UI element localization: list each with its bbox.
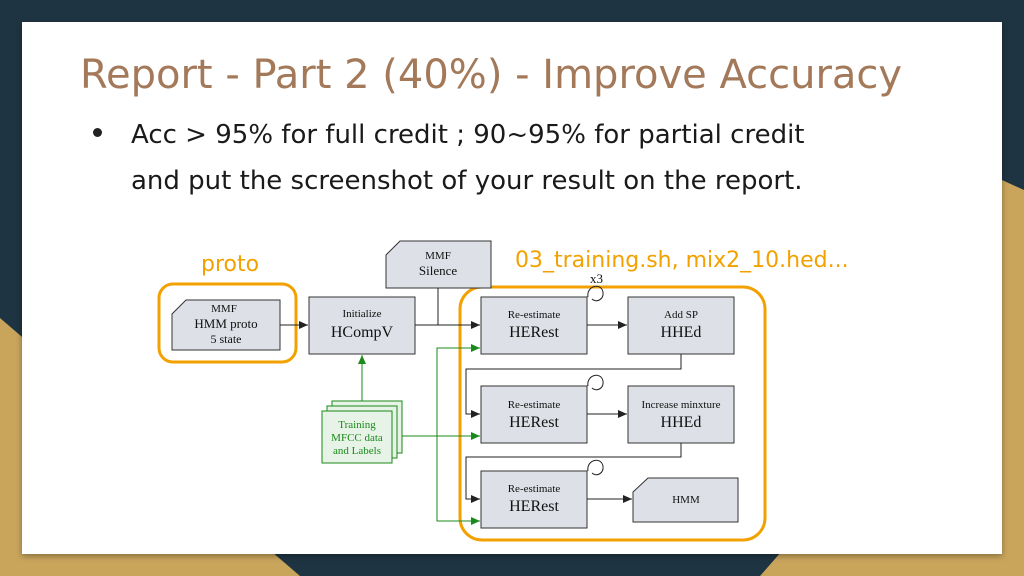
training-highlight-frame (458, 285, 767, 542)
training-label-3: and Labels (333, 445, 381, 457)
initialize-label-2: HCompV (331, 324, 394, 341)
mixture-label-2: HHEd (661, 414, 702, 431)
hmm-output-box: HMM (632, 477, 739, 523)
mmf-hmm-label-1: MMF (211, 303, 237, 315)
training-label-1: Training (338, 419, 376, 431)
arrow-addsp-to-reest2 (465, 354, 682, 418)
addsp-label-1: Add SP (664, 309, 698, 321)
reest1-loop-arrow (587, 285, 604, 302)
reest1-label-2: HERest (509, 324, 559, 341)
addsp-hhed-box: Add SP HHEd (627, 296, 735, 355)
reest2-loop-arrow (587, 374, 604, 391)
reest3-label-1: Re-estimate (508, 483, 561, 495)
bullet-dot (93, 128, 102, 137)
reest3-label-2: HERest (509, 498, 559, 515)
initialize-hcompv-box: Initialize HCompV (308, 296, 416, 355)
training-script-label: 03_training.sh, mix2_10.hed... (515, 248, 849, 273)
reest1-label-1: Re-estimate (508, 309, 561, 321)
mmf-silence-box: MMF Silence (385, 240, 492, 289)
bullet-text: Acc > 95% for full credit ; 90~95% for p… (131, 112, 805, 204)
training-data-stack: Training MFCC data and Labels (321, 400, 403, 464)
reestimate-herest-box-1: Re-estimate HERest (480, 296, 588, 355)
reest3-loop-arrow (587, 459, 604, 476)
bullet-line-1: Acc > 95% for full credit ; 90~95% for p… (131, 120, 805, 150)
mmf-hmm-label-3: 5 state (211, 332, 242, 346)
mmf-silence-label-1: MMF (425, 250, 451, 262)
reestimate-herest-box-3: Re-estimate HERest (480, 470, 588, 529)
proto-label: proto (201, 252, 260, 277)
increase-mixture-hhed-box: Increase minxture HHEd (627, 385, 735, 444)
mmf-hmm-label-2: HMM proto (194, 316, 257, 331)
reest1-loop-label: x3 (590, 271, 603, 286)
hmm-output-label: HMM (672, 494, 700, 506)
page-title: Report - Part 2 (40%) - Improve Accuracy (80, 52, 903, 98)
reestimate-herest-box-2: Re-estimate HERest (480, 385, 588, 444)
reest2-label-1: Re-estimate (508, 399, 561, 411)
arrow-training-to-reest1 (402, 344, 480, 437)
reest2-label-2: HERest (509, 414, 559, 431)
mmf-silence-label-2: Silence (419, 263, 457, 278)
initialize-label-1: Initialize (342, 308, 381, 320)
proto-highlight-frame (157, 282, 298, 364)
arrow-training-to-reest3 (436, 436, 480, 525)
bullet-line-2: and put the screenshot of your result on… (131, 166, 803, 196)
mixture-label-1: Increase minxture (641, 399, 720, 411)
mmf-hmm-proto-box: MMF HMM proto 5 state (171, 299, 281, 351)
addsp-label-2: HHEd (661, 324, 702, 341)
training-label-2: MFCC data (331, 432, 383, 444)
arrow-mixture-to-reest3 (465, 443, 682, 503)
